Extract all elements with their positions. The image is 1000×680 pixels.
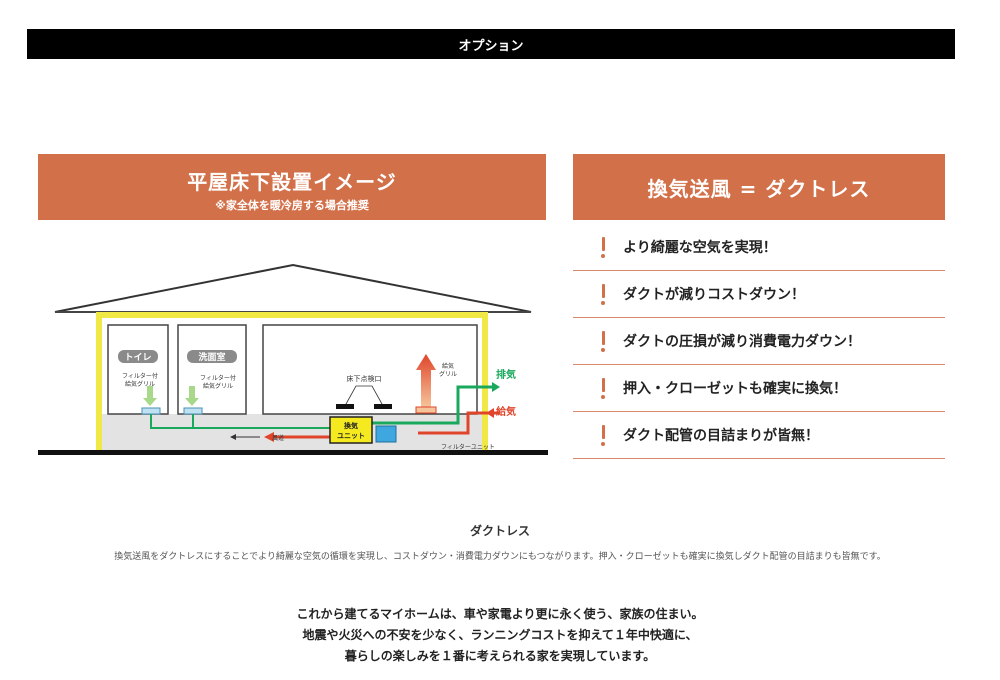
unit-label-2: ユニット bbox=[337, 432, 365, 440]
closing-message: これから建てるマイホームは、車や家電より更に永く使う、家族の住まい。 地震や火災… bbox=[0, 604, 1000, 667]
exclamation-icon bbox=[599, 330, 607, 352]
feature-text: 押入・クローゼットも確実に換気！ bbox=[623, 381, 847, 397]
airflow-label: 風道 bbox=[272, 434, 284, 442]
supply-arrowhead-in bbox=[486, 408, 494, 418]
grille-washroom-label-2: 給気グリル bbox=[203, 382, 233, 390]
room-main-box bbox=[262, 324, 478, 415]
inspection-port-label: 床下点検口 bbox=[347, 374, 382, 383]
ventilation-unit bbox=[329, 416, 373, 444]
section-description: 換気送風をダクトレスにすることでより綺麗な空気の循環を実現し、コストダウン・消費… bbox=[114, 552, 886, 562]
exhaust-line bbox=[372, 385, 492, 425]
feature-item: ダクトが減りコストダウン！ bbox=[573, 271, 945, 318]
feature-item: 押入・クローゼットも確実に換気！ bbox=[573, 365, 945, 412]
left-panel-header: 平屋床下設置イメージ ※家全体を暖冷房する場合推奨 bbox=[38, 154, 546, 220]
inspection-port-1 bbox=[336, 404, 354, 409]
green-supply-line bbox=[150, 414, 334, 429]
supply-line bbox=[418, 411, 500, 435]
left-panel-title: 平屋床下設置イメージ bbox=[187, 170, 397, 194]
closing-line: これから建てるマイホームは、車や家電より更に永く使う、家族の住まい。 bbox=[296, 607, 704, 621]
left-panel-subtitle: ※家全体を暖冷房する場合推奨 bbox=[215, 199, 369, 212]
grille-washroom-label-1: フィルター付 bbox=[200, 374, 236, 382]
room-washroom-badge bbox=[187, 350, 237, 363]
unit-label-1: 換気 bbox=[344, 421, 358, 430]
roof bbox=[54, 263, 532, 313]
exhaust-arrowhead bbox=[492, 382, 500, 392]
filter-unit bbox=[375, 425, 397, 443]
grille-toilet-label-2: 給気グリル bbox=[125, 380, 155, 388]
grille-toilet-label-1: フィルター付 bbox=[122, 372, 158, 380]
supply-grille-arrow bbox=[416, 354, 436, 407]
closing-line: 地震や火災への不安を少なく、ランニングコストを抑えて１年中快適に、 bbox=[302, 628, 698, 642]
exclamation-icon bbox=[599, 236, 607, 258]
insulation-ceiling bbox=[96, 312, 488, 318]
right-panel-title: 換気送風 = ダクトレス bbox=[647, 176, 871, 201]
grille-washroom bbox=[183, 407, 203, 415]
room-washroom-label: 洗面室 bbox=[198, 351, 225, 363]
airflow-black-arrowhead bbox=[230, 434, 236, 440]
supply-grille-label-2: グリル bbox=[439, 370, 457, 378]
filter-unit-label: フィルターユニット bbox=[441, 443, 495, 451]
grille-toilet bbox=[141, 407, 161, 415]
feature-text: ダクトの圧損が減り消費電力ダウン！ bbox=[623, 334, 861, 350]
header-title: オプション bbox=[458, 38, 524, 54]
insulation-left-wall bbox=[96, 312, 102, 452]
room-toilet-badge bbox=[118, 350, 158, 363]
supply-grille-label-1: 給気 bbox=[442, 362, 454, 370]
house-diagram: トイレ 洗面室 フィルター付 給気グリル フィルター付 給気グリル 排気 給気 … bbox=[38, 263, 548, 455]
exclamation-icon bbox=[599, 424, 607, 446]
closing-line: 暮らしの楽しみを１番に考えられる家を実現しています。 bbox=[344, 649, 656, 663]
ground-line bbox=[38, 450, 548, 455]
exclamation-icon bbox=[599, 283, 607, 305]
toilet-supply-arrow bbox=[143, 386, 157, 406]
feature-item: ダクト配管の目詰まりが皆無！ bbox=[573, 412, 945, 459]
washroom-supply-arrow bbox=[185, 386, 199, 406]
section-title: ダクトレス bbox=[469, 524, 530, 538]
room-toilet-box bbox=[107, 324, 169, 415]
feature-item: ダクトの圧損が減り消費電力ダウン！ bbox=[573, 318, 945, 365]
inspection-port-leader bbox=[345, 385, 383, 405]
insulation-right-wall bbox=[482, 312, 488, 452]
inspection-port-2 bbox=[374, 404, 392, 409]
header-bar: オプション bbox=[27, 29, 955, 59]
supply-grille bbox=[415, 406, 437, 414]
feature-item: より綺麗な空気を実現！ bbox=[573, 224, 945, 271]
exclamation-icon bbox=[599, 377, 607, 399]
feature-text: より綺麗な空気を実現！ bbox=[623, 240, 777, 256]
room-toilet-label: トイレ bbox=[124, 352, 151, 363]
exhaust-label: 排気 bbox=[496, 368, 516, 381]
right-panel-header: 換気送風 = ダクトレス bbox=[573, 154, 945, 220]
supply-label: 給気 bbox=[496, 405, 516, 418]
airflow-red-arrowhead bbox=[264, 432, 274, 442]
feature-text: ダクト配管の目詰まりが皆無！ bbox=[623, 428, 819, 444]
feature-text: ダクトが減りコストダウン！ bbox=[623, 287, 805, 303]
